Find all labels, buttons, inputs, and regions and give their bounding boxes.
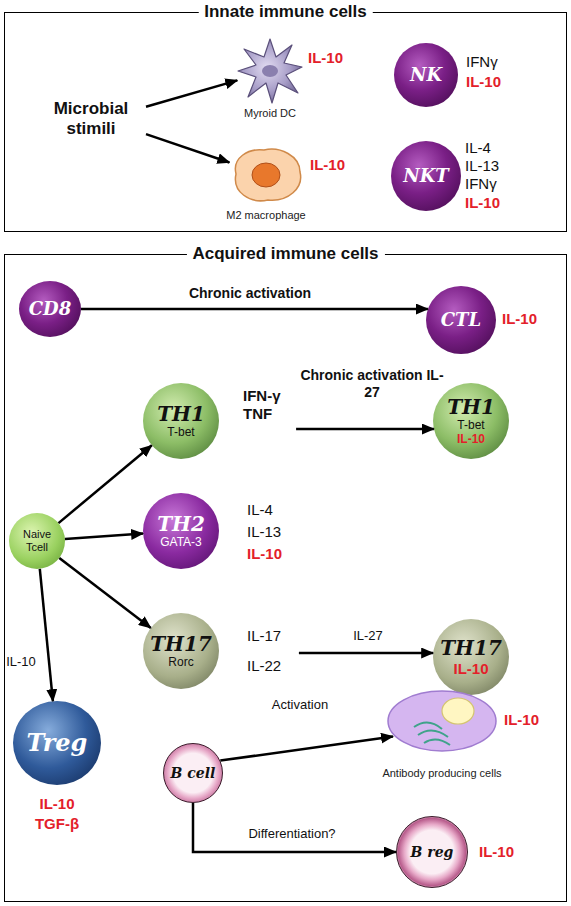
cell-name: TH2 [157,513,205,536]
th1-cell: TH1T-betIFN-γTNF [143,383,219,459]
cytokine-label: IL-10 [504,711,539,728]
text-label: IFNγ [466,53,498,70]
cytokine-label: IL-10 [502,310,537,327]
er-line [424,739,450,745]
macrophage-nucleus [252,163,280,187]
dendritic-cell-nucleus [262,65,278,77]
arrow-connector [81,308,428,311]
b-cell: B cell [163,743,223,803]
th17-il10-cell: TH17IL-10 [433,619,509,695]
cell-name: CD8 [29,299,71,320]
arrow-connector [40,569,53,701]
nk-cell: NKIFNγIL-10 [394,43,458,107]
text-label: Antibody producing cells [366,767,518,780]
edge-label: Chronic activation [150,285,350,302]
cell-name: Rorc [168,656,193,670]
cell-name: B cell [171,765,216,781]
cell-name: NK [410,65,442,86]
text-label: TNF [243,405,272,422]
text-label: M2 macrophage [218,209,314,222]
text-label: IL-13 [247,523,281,540]
th2-cell: TH2GATA-3IL-4IL-13IL-10 [143,493,219,569]
macrophage-drawing [226,144,306,206]
cell-name: Naive Tcell [15,528,59,553]
arrow-connector [146,134,229,162]
cell-name: TH1 [157,403,205,426]
text-label: IFN-γ [243,387,281,404]
cell-name: T-bet [457,419,484,433]
cytokine-label: IL-10 [13,795,101,812]
cell-name: B reg [411,844,454,860]
th17-cell: TH17RorcIL-17IL-22 [143,613,219,689]
cell-name: T-bet [167,426,194,440]
ctl-cell: CTLIL-10 [426,286,496,354]
cd8-cell: CD8 [19,281,81,337]
text-label: Myroid DC [226,107,314,120]
dendritic-cell-drawing [236,37,304,105]
innate-panel: Innate immune cellsMicrobial stimiliIL-1… [4,12,567,232]
stimulus-box: Microbial stimili [36,94,146,144]
cell-name: TH1 [447,396,495,419]
treg-cell: TregIL-10TGF-β [13,701,101,785]
edge-label: IL-10 [1,654,41,670]
th1-il10-cell: TH1T-betIL-10 [433,383,509,459]
cell-name: TH17 [150,633,212,656]
macrophage-body [235,149,300,201]
cytokine-label: IL-10 [247,545,282,562]
cell-name: Microbial stimili [36,99,146,138]
er-line [414,722,442,729]
cytokine-label: IL-10 [310,156,345,173]
edge-label: Chronic activation IL-27 [297,367,447,401]
b-reg-cell: B regIL-10 [396,816,468,888]
plasma-cell-nucleus [442,698,474,724]
cell-name: Treg [27,729,88,757]
cell-name: IL-10 [457,433,485,447]
cytokine-label: TGF-β [13,815,101,832]
dendritic-cell-body [238,39,302,103]
nkt-cell: NKTIL-4IL-13IFNγIL-10 [391,141,461,211]
cell-name: NKT [403,166,449,187]
acquired-panel: Acquired immune cellsCD8CTLIL-10Naive Tc… [4,254,567,902]
cell-name: CTL [441,310,481,331]
arrow-connector [59,445,152,523]
cell-name: TH17 [440,637,502,660]
arrow-connector [296,428,434,431]
arrow-connector [220,737,393,761]
edge-label: IL-27 [338,628,398,644]
arrow-connector [59,558,151,628]
panel-title: Acquired immune cells [186,244,384,264]
text-label: IL-4 [465,139,491,156]
macrophage: IL-10M2 macrophage [226,144,306,206]
cell-name: IL-10 [453,660,488,677]
text-label: IL-13 [465,157,499,174]
er-line [418,730,448,737]
cytokine-label: IL-10 [466,73,501,90]
cytokine-label: IL-10 [479,843,514,860]
plasma-cell-body [388,691,496,751]
text-label: IFNγ [465,175,497,192]
text-label: IL-4 [247,501,273,518]
plasma-cell: IL-10Antibody producing cells [386,689,498,753]
plasma-cell-drawing [386,689,498,753]
arrow-connector [65,534,143,540]
naive-t-cell: Naive Tcell [9,513,65,569]
arrow-connector [193,803,396,852]
text-label: IL-22 [247,657,281,674]
edge-label: Activation [250,697,350,713]
edge-label: Differentiation? [222,826,362,842]
cell-name: GATA-3 [160,536,202,550]
text-label: IL-17 [247,627,281,644]
dendritic-cell: IL-10Myroid DC [236,37,304,105]
arrow-connector [146,80,237,106]
arrow-connector [299,652,433,655]
cytokine-label: IL-10 [465,194,500,211]
cytokine-label: IL-10 [308,49,343,66]
panel-title: Innate immune cells [198,2,373,22]
